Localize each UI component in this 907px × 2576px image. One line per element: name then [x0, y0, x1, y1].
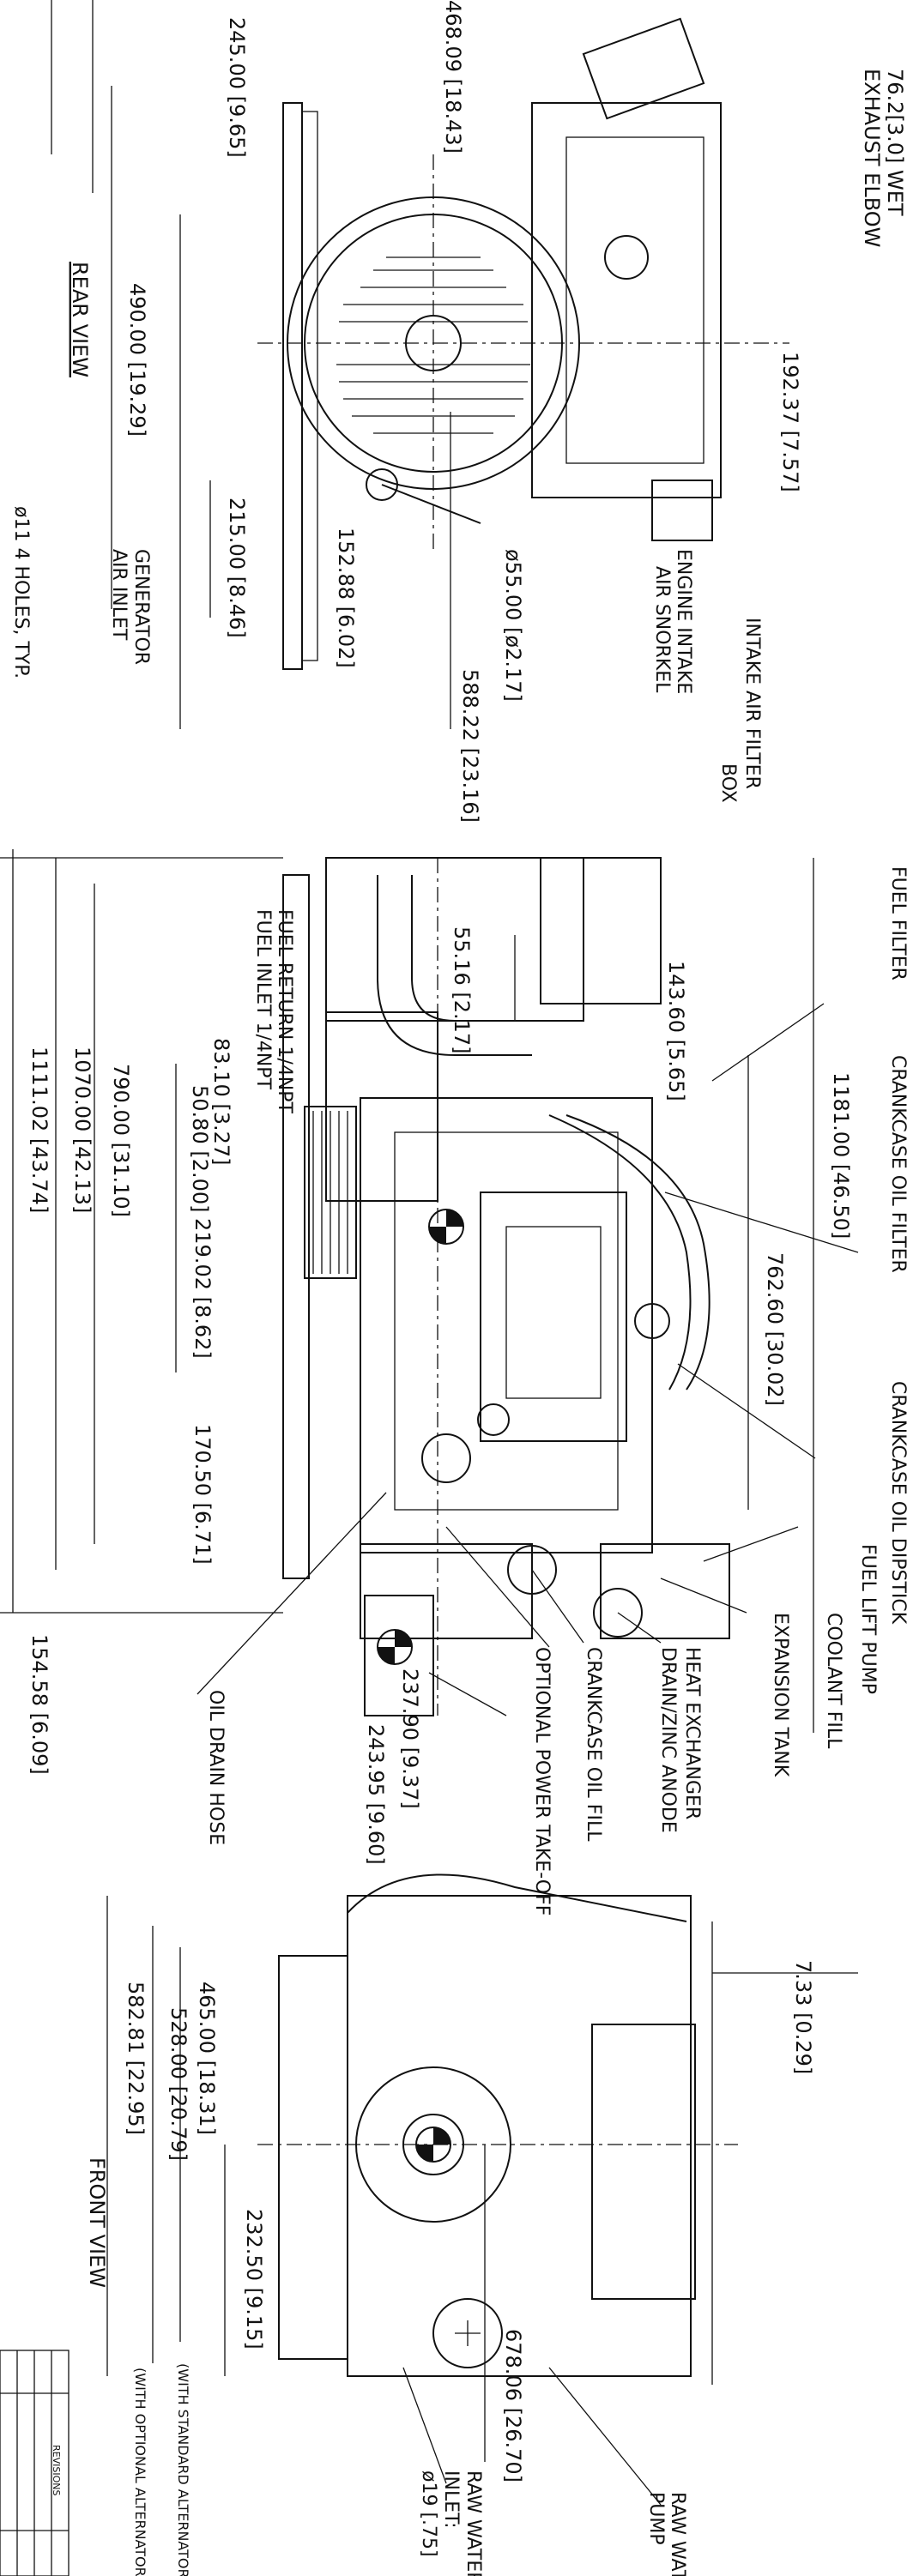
rear-view: [51, 0, 789, 729]
dim-465: 465.00 [18.31]: [195, 1982, 219, 2135]
dim-215: 215.00 [8.46]: [225, 498, 249, 638]
callout-coolant: COOLANT FILL: [823, 1613, 844, 1749]
dim-152: 152.88 [6.02]: [334, 528, 358, 668]
dim-7-33: 7.33 [0.29]: [791, 1960, 815, 2074]
rear-view-title: REAR VIEW: [68, 262, 92, 377]
front-view: [106, 1873, 858, 2506]
callout-fuel-filter: FUEL FILTER: [887, 866, 907, 980]
dim-1070: 1070.00 [42.13]: [70, 1047, 94, 1213]
callout-drain-hose: OIL DRAIN HOSE: [205, 1690, 227, 1845]
callout-oil-filter: CRANKCASE OIL FILTER: [887, 1055, 907, 1273]
callout-drain: DRAIN/ZINC ANODE: [657, 1647, 679, 1833]
dim-582: 582.81 [22.95]: [124, 1982, 148, 2135]
callout-gen-air-1: GENERATOR: [130, 549, 152, 665]
callout-oil-fill: CRANKCASE OIL FILL: [583, 1647, 604, 1842]
wet-exhaust-1: 76.2[3.0] WET: [883, 69, 907, 216]
alt-optional: (WITH OPTIONAL ALTERNATOR): [132, 2368, 148, 2576]
title-block: [0, 2350, 70, 2576]
callout-heat-ex: HEAT EXCHANGER: [681, 1647, 703, 1819]
dim-50: 50.80 [2.00]: [188, 1085, 212, 1213]
callout-snorkel-2: AIR SNORKEL: [651, 566, 673, 693]
callout-raw-inlet-3: ø19 [.75]: [418, 2470, 439, 2557]
callout-dipstick: CRANKCASE OIL DIPSTICK: [887, 1381, 907, 1625]
ribbed-belt: [304, 1106, 357, 1279]
callout-raw-inlet-2: INLET:: [440, 2470, 462, 2529]
callout-air-box-1: INTAKE AIR FILTER: [741, 618, 763, 789]
dim-232: 232.50 [9.15]: [242, 2209, 266, 2350]
dim-588: 588.22 [23.16]: [458, 669, 482, 823]
dim-1181: 1181.00 [46.50]: [829, 1072, 853, 1239]
dim-678: 678.06 [26.70]: [501, 2329, 525, 2482]
wet-exhaust-2: EXHAUST ELBOW: [860, 69, 884, 247]
dim-490: 490.00 [19.29]: [125, 283, 149, 437]
dim-55dia: ø55.00 [ø2.17]: [501, 549, 525, 702]
callout-raw-pump-1: RAW WATER: [667, 2492, 688, 2576]
callout-expansion: EXPANSION TANK: [770, 1613, 791, 1777]
side-view: [0, 849, 859, 1733]
callout-pto: OPTIONAL POWER TAKE-OFF: [531, 1647, 553, 1915]
dim-243: 243.95 [9.60]: [364, 1724, 388, 1865]
callout-gen-air-2: AIR INLET: [108, 549, 130, 641]
dim-170: 170.50 [6.71]: [190, 1424, 215, 1565]
callout-lift-pump: FUEL LIFT PUMP: [857, 1544, 879, 1694]
callout-fuel-return: FUEL RETURN 1/4NPT: [274, 909, 295, 1114]
alt-standard: (WITH STANDARD ALTERNATOR): [175, 2363, 191, 2576]
callout-fuel-inlet: FUEL INLET 1/4NPT: [252, 909, 274, 1090]
dim-192: 192.37 [7.57]: [778, 352, 802, 492]
callout-holes: ø11 4 HOLES, TYP.: [10, 506, 32, 679]
revisions-label: REVISIONS: [51, 2445, 62, 2495]
dim-468: 468.09 [18.43]: [441, 0, 465, 154]
dim-528: 528.00 [20.79]: [166, 2007, 190, 2161]
dim-83: 83.10 [3.27]: [209, 1038, 233, 1166]
callout-raw-pump-2: PUMP: [645, 2492, 667, 2545]
dim-154: 154.58 [6.09]: [27, 1634, 51, 1775]
dim-143: 143.60 [5.65]: [664, 961, 688, 1101]
front-view-title: FRONT VIEW: [85, 2157, 109, 2288]
dim-790: 790.00 [31.10]: [109, 1064, 133, 1217]
dim-219: 219.02 [8.62]: [190, 1218, 215, 1359]
dim-55-16: 55.16 [2.17]: [450, 926, 474, 1054]
dim-762: 762.60 [30.02]: [763, 1252, 787, 1406]
callout-air-box-2: BOX: [717, 763, 739, 803]
callout-raw-inlet-1: RAW WATER: [463, 2470, 484, 2576]
dim-245: 245.00 [9.65]: [225, 17, 249, 158]
callout-snorkel-1: ENGINE INTAKE: [673, 549, 694, 694]
dim-1111: 1111.02 [43.74]: [27, 1047, 51, 1213]
dim-237: 237.90 [9.37]: [398, 1668, 422, 1809]
